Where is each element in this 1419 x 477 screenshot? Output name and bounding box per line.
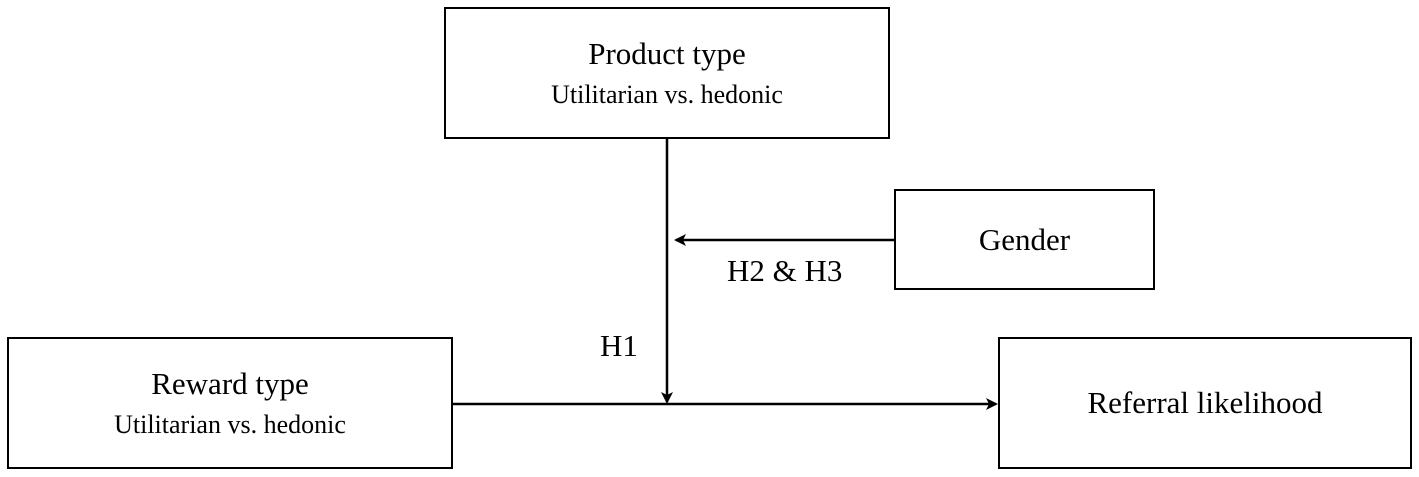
product-type-box: Product type Utilitarian vs. hedonic (444, 7, 890, 139)
product-type-title: Product type (588, 35, 746, 71)
gender-title: Gender (978, 221, 1071, 257)
reward-type-box: Reward type Utilitarian vs. hedonic (7, 337, 453, 469)
referral-likelihood-box: Referral likelihood (998, 337, 1412, 469)
gender-box: Gender (894, 189, 1155, 290)
h1-label: H1 (600, 328, 638, 363)
referral-likelihood-title: Referral likelihood (1087, 385, 1323, 421)
reward-type-subtitle: Utilitarian vs. hedonic (114, 410, 346, 440)
reward-type-title: Reward type (151, 365, 309, 401)
product-type-subtitle: Utilitarian vs. hedonic (551, 80, 783, 110)
h2-h3-label: H2 & H3 (727, 253, 843, 288)
